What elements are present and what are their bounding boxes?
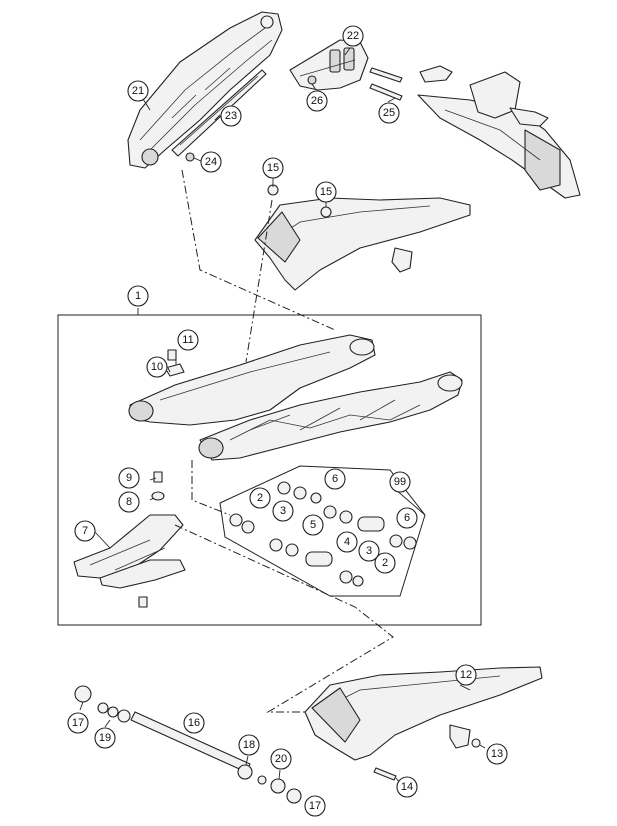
svg-text:4: 4 xyxy=(344,536,350,548)
callout: 15 xyxy=(315,181,337,203)
callout: 24 xyxy=(200,151,222,173)
callout: 13 xyxy=(486,743,508,765)
svg-text:17: 17 xyxy=(72,717,84,729)
svg-text:3: 3 xyxy=(280,505,286,517)
callout: 2 xyxy=(374,552,396,574)
callout: 3 xyxy=(272,500,294,522)
svg-text:2: 2 xyxy=(382,557,388,569)
svg-text:1: 1 xyxy=(135,290,141,302)
callout: 1 xyxy=(127,285,149,307)
svg-text:8: 8 xyxy=(126,496,132,508)
callout: 3 xyxy=(358,540,380,562)
callout: 18 xyxy=(238,734,260,756)
callout: 6 xyxy=(396,507,418,529)
svg-text:21: 21 xyxy=(132,85,144,97)
svg-text:11: 11 xyxy=(182,334,193,346)
svg-text:6: 6 xyxy=(332,473,338,485)
callout: 21 xyxy=(127,80,149,102)
callout: 14 xyxy=(396,776,418,798)
callout: 22 xyxy=(342,25,364,47)
svg-text:6: 6 xyxy=(404,512,410,524)
svg-text:14: 14 xyxy=(401,781,413,793)
callout: 9 xyxy=(118,467,140,489)
svg-text:15: 15 xyxy=(267,162,279,174)
svg-text:22: 22 xyxy=(347,30,359,42)
svg-text:20: 20 xyxy=(275,753,287,765)
svg-text:12: 12 xyxy=(460,669,472,681)
callout: 17 xyxy=(67,712,89,734)
svg-text:9: 9 xyxy=(126,472,132,484)
callout: 6 xyxy=(324,468,346,490)
callout: 25 xyxy=(378,102,400,124)
callout: 17 xyxy=(304,795,326,817)
svg-text:24: 24 xyxy=(205,156,217,168)
bearing-kit-drawing xyxy=(219,465,426,597)
svg-text:16: 16 xyxy=(188,717,200,729)
upper-chain-guard-drawing xyxy=(254,184,471,291)
callout: 23 xyxy=(220,105,242,127)
chain-slider-drawing xyxy=(73,471,186,608)
swingarm-axle-drawing xyxy=(74,685,302,804)
callouts: 1 2 2 3 3 4 5 6 6 7 8 9 10 11 12 13 14 1… xyxy=(67,25,508,817)
callout: 4 xyxy=(336,531,358,553)
grab-handle-drawing xyxy=(127,11,283,169)
callout: 2 xyxy=(249,487,271,509)
svg-text:17: 17 xyxy=(309,800,321,812)
svg-text:18: 18 xyxy=(243,739,255,751)
swingarm-group-frame xyxy=(57,314,482,626)
callout: 15 xyxy=(262,157,284,179)
callout: 99 xyxy=(389,471,411,493)
callout: 12 xyxy=(455,664,477,686)
callout: 19 xyxy=(94,727,116,749)
callout: 11 xyxy=(177,329,199,351)
leader-lines xyxy=(79,47,486,784)
bracket-drawing xyxy=(289,39,403,101)
svg-text:25: 25 xyxy=(383,107,395,119)
swingarm-drawing xyxy=(128,334,463,461)
callout: 26 xyxy=(306,90,328,112)
license-plate-holder-drawing xyxy=(417,65,581,199)
svg-text:26: 26 xyxy=(311,95,323,107)
callout: 20 xyxy=(270,748,292,770)
svg-text:7: 7 xyxy=(82,525,88,537)
lower-chain-guard-drawing xyxy=(304,666,543,781)
assembly-lines xyxy=(174,169,394,713)
svg-text:5: 5 xyxy=(310,519,316,531)
svg-text:13: 13 xyxy=(491,748,503,760)
callout: 5 xyxy=(302,514,324,536)
svg-text:99: 99 xyxy=(394,476,406,488)
svg-text:19: 19 xyxy=(99,732,111,744)
callout: 10 xyxy=(146,356,168,378)
svg-text:23: 23 xyxy=(225,110,237,122)
svg-text:10: 10 xyxy=(151,361,163,373)
callout: 16 xyxy=(183,712,205,734)
svg-text:3: 3 xyxy=(366,545,372,557)
callout: 7 xyxy=(74,520,96,542)
svg-text:2: 2 xyxy=(257,492,263,504)
svg-text:15: 15 xyxy=(320,186,332,198)
callout: 8 xyxy=(118,491,140,513)
